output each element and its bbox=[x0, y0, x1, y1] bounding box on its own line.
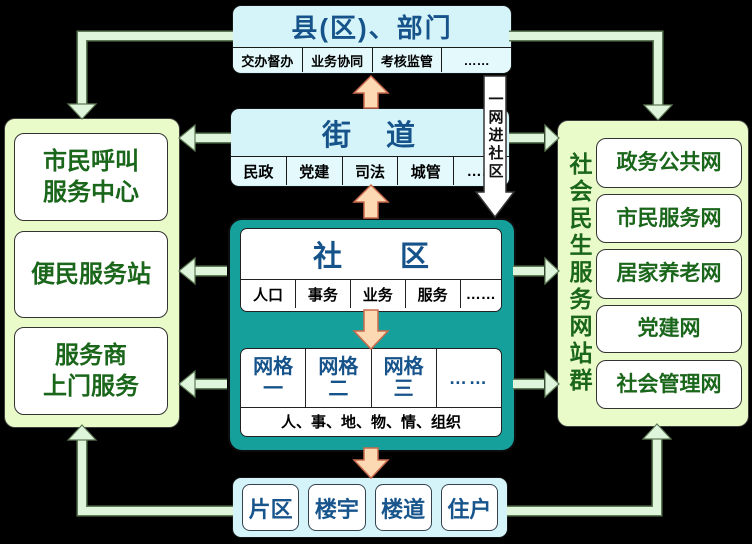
loop-arrow-top-right bbox=[509, 30, 674, 121]
unit-cell: 住户 bbox=[440, 484, 498, 531]
website-box: 党建网 bbox=[596, 305, 742, 353]
unit-cell: 楼道 bbox=[374, 484, 432, 531]
street-item: 党建 bbox=[285, 157, 342, 185]
street-item: 城管 bbox=[397, 157, 453, 185]
unit-cell: 楼宇 bbox=[308, 484, 366, 531]
county-item: 考核监管 bbox=[371, 48, 442, 72]
community-container: 社 区 人口 事务 业务 服务 …… 网格 一 网格 二 网格 三 …… 人、事… bbox=[228, 218, 516, 452]
right-websites-panel: 社会民生服务网站群 政务公共网 市民服务网 居家养老网 党建网 社会管理网 bbox=[557, 120, 749, 427]
community-box: 社 区 人口 事务 业务 服务 …… bbox=[240, 228, 502, 312]
website-box: 市民服务网 bbox=[596, 194, 742, 243]
website-box: 居家养老网 bbox=[596, 249, 742, 299]
grid-to-right-arrow bbox=[513, 369, 560, 399]
loop-arrow-bottom-left bbox=[66, 424, 233, 517]
county-sub-row: 交办督办 业务协同 考核监管 …… bbox=[233, 47, 511, 72]
website-box: 政务公共网 bbox=[596, 138, 742, 188]
county-item: 交办督办 bbox=[241, 53, 294, 69]
bottom-units-box: 片区 楼宇 楼道 住户 bbox=[232, 477, 508, 538]
community-item: 人口 bbox=[252, 286, 283, 304]
website-box: 社会管理网 bbox=[596, 360, 742, 409]
grid-cell: 网格 一 bbox=[253, 355, 294, 400]
street-to-left-arrow bbox=[178, 123, 231, 153]
community-item: …… bbox=[459, 280, 501, 308]
community-to-right-arrow bbox=[513, 256, 560, 286]
street-item: 司法 bbox=[341, 157, 398, 185]
county-item: 业务协同 bbox=[301, 48, 372, 72]
grid-footer: 人、事、地、物、情、组织 bbox=[241, 407, 501, 435]
left-service-box: 便民服务站 bbox=[14, 231, 168, 318]
loop-arrow-top-left bbox=[66, 30, 233, 120]
unit-cell: 片区 bbox=[242, 484, 300, 531]
one-net-banner-label: 一网进社区 bbox=[486, 91, 504, 181]
community-sub-row: 人口 事务 业务 服务 …… bbox=[241, 279, 501, 308]
community-to-left-arrow bbox=[178, 256, 227, 286]
street-item: 民政 bbox=[243, 163, 274, 181]
grid-cell: …… bbox=[435, 349, 501, 407]
community-item: 事务 bbox=[294, 280, 350, 308]
right-panel-label: 社会民生服务网站群 bbox=[566, 151, 592, 395]
grid-cell: 网格 三 bbox=[370, 349, 436, 407]
community-title: 社 区 bbox=[312, 241, 429, 273]
county-departments-box: 县(区)、部门 交办督办 业务协同 考核监管 …… bbox=[232, 5, 512, 74]
grid-to-left-arrow bbox=[178, 369, 227, 399]
community-up-arrow bbox=[352, 183, 390, 219]
community-item: 业务 bbox=[349, 280, 405, 308]
community-item: 服务 bbox=[404, 280, 460, 308]
street-sub-row: 民政 党建 司法 城管 …… bbox=[231, 156, 509, 185]
teal-down-arrow bbox=[352, 447, 390, 480]
grid-box: 网格 一 网格 二 网格 三 …… 人、事、地、物、情、组织 bbox=[240, 348, 502, 437]
county-title: 县(区)、部门 bbox=[291, 13, 453, 43]
loop-arrow-bottom-right bbox=[507, 423, 673, 517]
street-title: 街 道 bbox=[321, 119, 418, 152]
county-item: …… bbox=[441, 48, 511, 72]
left-service-box: 服务商 上门服务 bbox=[14, 327, 168, 415]
street-to-right-arrow bbox=[509, 123, 560, 153]
left-service-box: 市民呼叫 服务中心 bbox=[14, 133, 168, 221]
grid-cell: 网格 二 bbox=[305, 349, 370, 407]
street-box: 街 道 民政 党建 司法 城管 …… bbox=[230, 108, 510, 187]
street-up-arrow bbox=[352, 74, 390, 109]
left-service-panel: 市民呼叫 服务中心 便民服务站 服务商 上门服务 bbox=[4, 118, 180, 428]
grid-row: 网格 一 网格 二 网格 三 …… bbox=[241, 349, 501, 407]
